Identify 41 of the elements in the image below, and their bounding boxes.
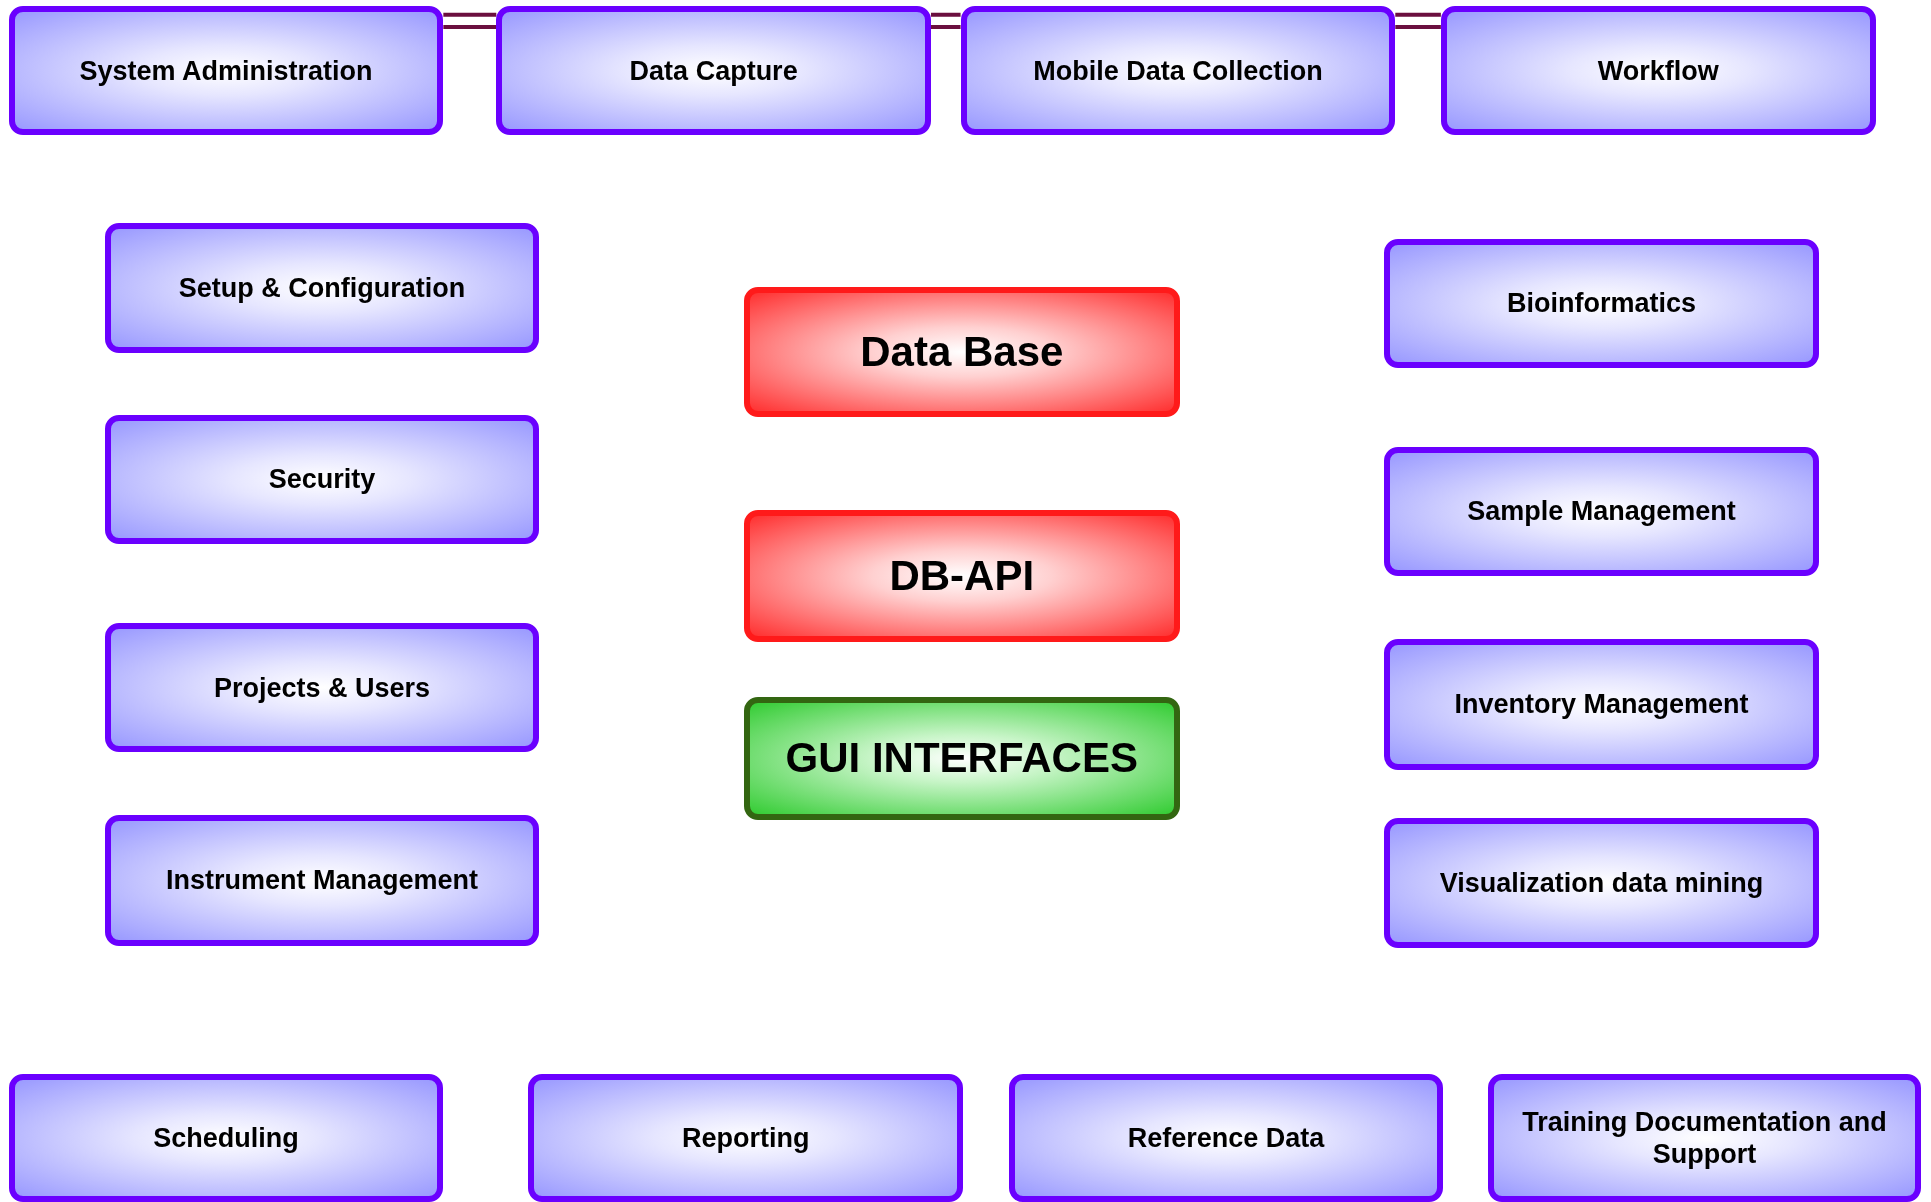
module-box [1487,1073,1922,1202]
module-box [104,623,540,753]
box-label: Visualization data mining [1439,866,1764,900]
box-label: Instrument Management [166,864,479,897]
box-label: GUI INTERFACES [785,733,1138,784]
interface-box [743,697,1180,821]
module-box [960,6,1396,136]
module-box [1384,817,1819,949]
box-label: Mobile Data Collection [1033,54,1323,87]
module-box [528,1073,964,1202]
core-box [743,286,1180,418]
module-box [104,415,540,545]
box-label: Inventory Management [1454,688,1749,721]
box-label: Training Documentation and Support [1521,1105,1888,1171]
box-label: Projects & Users [213,671,431,704]
module-box [1008,1073,1444,1202]
core-box [743,509,1180,642]
box-label: Bioinformatics [1507,287,1697,320]
module-box [8,6,444,136]
box-label: Setup & Configuration [178,271,466,305]
connector-line [929,12,963,30]
module-box [104,815,540,946]
box-label: Sample Management [1467,495,1736,528]
module-box [1384,447,1819,577]
box-label: DB-API [889,550,1035,601]
box-label: Reference Data [1127,1121,1325,1155]
box-label: Data Capture [629,54,798,87]
box-label: Reporting [681,1121,810,1155]
box-label: Data Base [860,327,1064,377]
box-label: System Administration [79,54,373,87]
box-label: Workflow [1597,54,1719,87]
module-box [1384,238,1819,369]
module-box [104,222,540,354]
box-label: Scheduling [153,1121,299,1155]
module-box [1440,6,1876,136]
module-box [496,6,931,136]
connector-line [441,12,499,30]
module-box [1384,639,1819,770]
box-label: Security [268,463,376,496]
module-box [8,1073,444,1202]
connector-line [1393,12,1443,30]
